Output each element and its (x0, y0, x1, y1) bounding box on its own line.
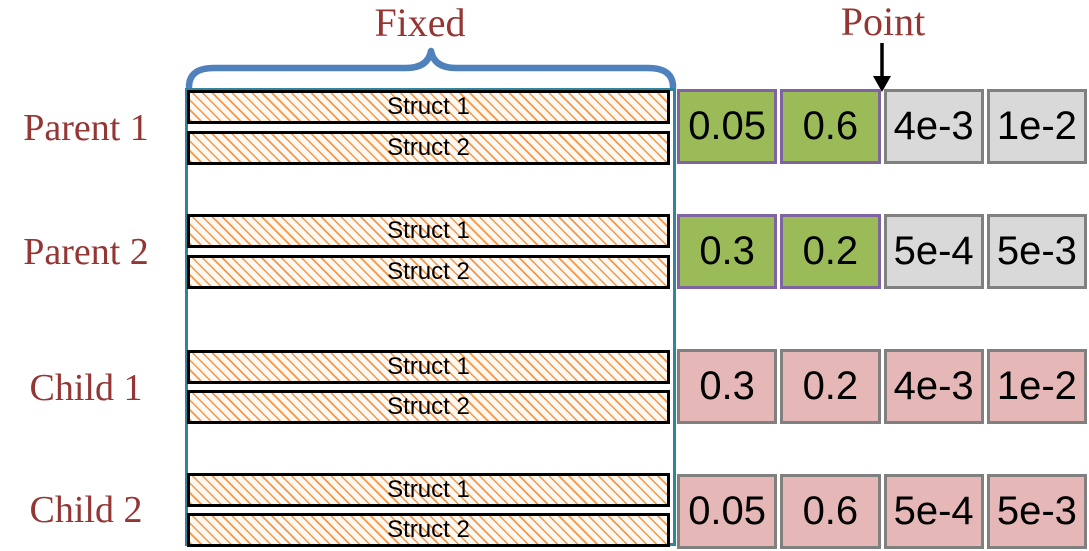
struct-bar-label: Struct 1 (387, 353, 470, 380)
struct-bar-label: Struct 1 (387, 217, 470, 244)
struct-bar: Struct 2 (187, 513, 670, 547)
value-cell: 0.2 (780, 349, 881, 424)
value-cell: 5e-3 (986, 214, 1087, 289)
value-cell: 0.05 (677, 474, 778, 549)
struct-bar: Struct 1 (187, 90, 670, 124)
struct-bar-label: Struct 2 (387, 516, 470, 543)
param-row-parent-1: 0.05 0.6 4e-3 1e-2 (677, 89, 1087, 164)
row-label-parent-1: Parent 1 (23, 107, 149, 149)
struct-bar: Struct 2 (187, 390, 670, 424)
struct-bar: Struct 1 (187, 214, 670, 248)
value-cell: 4e-3 (883, 349, 984, 424)
value-cell: 5e-4 (883, 474, 984, 549)
value-cell: 0.2 (780, 214, 881, 289)
value-cell: 1e-2 (986, 349, 1087, 424)
param-row-child-2: 0.05 0.6 5e-4 5e-3 (677, 474, 1087, 549)
struct-bar-label: Struct 1 (387, 93, 470, 120)
struct-bar: Struct 2 (187, 131, 670, 165)
fixed-label: Fixed (374, 0, 466, 45)
struct-bar-label: Struct 2 (387, 134, 470, 161)
value-cell: 0.6 (780, 89, 881, 164)
value-cell: 0.05 (677, 89, 778, 164)
struct-bar-label: Struct 2 (387, 393, 470, 420)
value-cell: 0.6 (780, 474, 881, 549)
point-label: Point (840, 0, 926, 44)
fixed-brace (185, 47, 677, 90)
crossover-point-arrow-icon (873, 43, 891, 92)
value-cell: 4e-3 (883, 89, 984, 164)
row-label-child-1: Child 1 (29, 367, 143, 409)
value-cell: 5e-3 (986, 474, 1087, 549)
value-cell: 5e-4 (883, 214, 984, 289)
value-cell: 1e-2 (986, 89, 1087, 164)
row-label-parent-2: Parent 2 (23, 231, 149, 273)
struct-bar-label: Struct 1 (387, 476, 470, 503)
value-cell: 0.3 (677, 349, 778, 424)
struct-bar: Struct 2 (187, 255, 670, 289)
param-row-parent-2: 0.3 0.2 5e-4 5e-3 (677, 214, 1087, 289)
struct-bar: Struct 1 (187, 350, 670, 384)
struct-bar: Struct 1 (187, 473, 670, 507)
struct-bar-label: Struct 2 (387, 258, 470, 285)
row-label-child-2: Child 2 (29, 489, 143, 531)
param-row-child-1: 0.3 0.2 4e-3 1e-2 (677, 349, 1087, 424)
value-cell: 0.3 (677, 214, 778, 289)
